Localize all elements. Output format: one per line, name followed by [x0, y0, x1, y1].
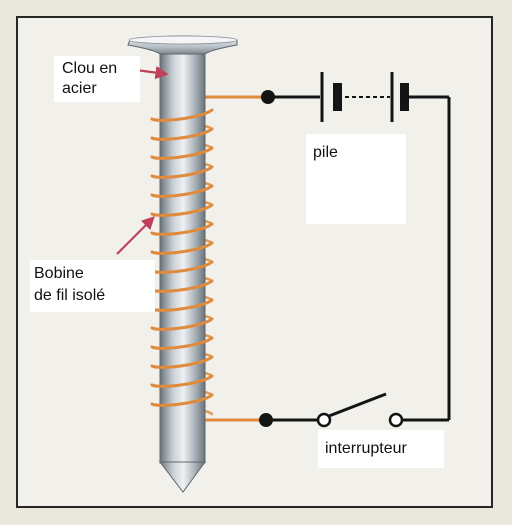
battery-plate-short-2 — [400, 83, 409, 111]
wire-coil-icon — [150, 108, 214, 407]
circuit — [205, 90, 451, 427]
coil-turn-front — [150, 241, 214, 255]
coil-turn-front — [150, 127, 214, 141]
label-box-battery — [306, 134, 406, 224]
switch-label: interrupteur — [325, 440, 407, 457]
nail-pointer-arrow — [135, 66, 169, 80]
label-box-switch — [318, 430, 444, 468]
open-switch-icon — [316, 392, 404, 428]
coil-turn-front — [150, 184, 214, 198]
label-box-coil — [30, 260, 155, 312]
nail-tip — [158, 461, 206, 493]
battery-label: pile — [313, 144, 338, 161]
switch-lever — [328, 392, 387, 418]
coil-turn-front — [150, 355, 214, 369]
coil-turn-front — [150, 393, 214, 407]
coil-turn-front — [150, 374, 214, 388]
nail-label-line2: acier — [62, 80, 97, 97]
coil-turn-front — [150, 222, 214, 236]
coil-turn-front — [150, 336, 214, 350]
nail-label-line1: Clou en — [62, 60, 118, 77]
terminal-top — [261, 90, 275, 104]
coil-turn-front — [150, 108, 214, 122]
battery-plate-short-1 — [333, 83, 342, 111]
coil-turn-front — [150, 317, 214, 331]
switch-contact-left — [316, 412, 332, 428]
coil-label-line2: de fil isolé — [34, 287, 106, 304]
coil-turn-front — [150, 146, 214, 160]
coil-turn-front — [150, 203, 214, 217]
coil-label-line1: Bobine — [34, 265, 84, 282]
nail-head-top — [128, 35, 238, 45]
battery-symbol-icon — [320, 72, 409, 122]
switch-contact-right — [388, 412, 404, 428]
terminal-bottom — [259, 413, 273, 427]
coil-turn-front — [150, 165, 214, 179]
label-box-nail — [54, 56, 140, 102]
coil-pointer-arrow — [116, 216, 155, 255]
